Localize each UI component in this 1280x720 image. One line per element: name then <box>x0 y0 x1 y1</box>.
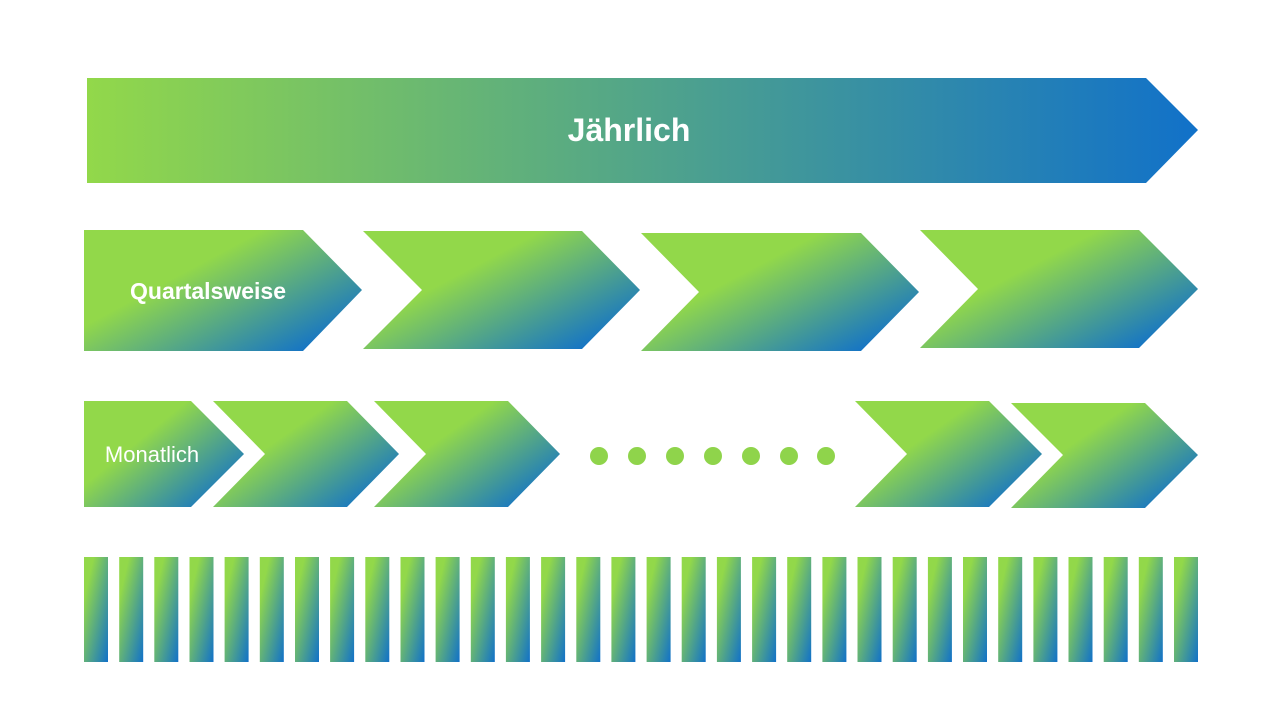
yearly-row: Jährlich <box>87 78 1198 183</box>
daily-bar <box>646 557 671 662</box>
daily-bar <box>330 557 355 662</box>
daily-bar <box>576 557 601 662</box>
monthly-label: Monatlich <box>105 442 199 467</box>
daily-bar <box>857 557 882 662</box>
ellipsis-dot <box>666 447 684 465</box>
ellipsis-dot <box>742 447 760 465</box>
monthly-row: Monatlich <box>84 401 1198 508</box>
daily-bar <box>505 557 530 662</box>
daily-bar <box>1103 557 1128 662</box>
daily-bar <box>84 557 108 662</box>
daily-bar <box>541 557 566 662</box>
quarter-chevron <box>920 230 1198 348</box>
daily-bar <box>1174 557 1198 662</box>
quarterly-row: Quartalsweise <box>84 230 1198 351</box>
daily-bar <box>963 557 987 662</box>
ellipsis <box>590 447 835 465</box>
daily-bar <box>470 557 495 662</box>
daily-bar <box>927 557 952 662</box>
daily-bar <box>1033 557 1058 662</box>
yearly-arrow <box>87 78 1198 183</box>
month-chevron <box>213 401 399 507</box>
quarterly-label: Quartalsweise <box>130 278 286 304</box>
daily-bar <box>259 557 284 662</box>
ellipsis-dot <box>590 447 608 465</box>
month-chevron <box>84 401 244 507</box>
daily-bar <box>365 557 390 662</box>
month-chevron <box>855 401 1042 507</box>
quarter-chevron <box>84 230 362 351</box>
ellipsis-dot <box>628 447 646 465</box>
daily-bar <box>998 557 1023 662</box>
yearly-label: Jährlich <box>568 112 691 148</box>
ellipsis-dot <box>817 447 835 465</box>
daily-bar <box>400 557 425 662</box>
daily-bar <box>154 557 179 662</box>
daily-bar <box>752 557 777 662</box>
daily-bar <box>119 557 144 662</box>
daily-bar <box>1138 557 1163 662</box>
daily-bar <box>892 557 917 662</box>
daily-bar <box>295 557 319 662</box>
daily-bar <box>611 557 636 662</box>
ellipsis-dot <box>704 447 722 465</box>
daily-bar <box>1068 557 1093 662</box>
daily-bar <box>681 557 706 662</box>
month-chevron <box>1011 403 1198 508</box>
daily-bar <box>787 557 812 662</box>
daily-bar <box>224 557 249 662</box>
daily-bar <box>435 557 460 662</box>
daily-bar <box>189 557 214 662</box>
month-chevron <box>374 401 560 507</box>
ellipsis-dot <box>780 447 798 465</box>
quarter-chevron <box>363 231 640 349</box>
daily-bar <box>822 557 847 662</box>
quarter-chevron <box>641 233 919 351</box>
daily-bars-row <box>84 557 1198 662</box>
daily-bar <box>716 557 741 662</box>
